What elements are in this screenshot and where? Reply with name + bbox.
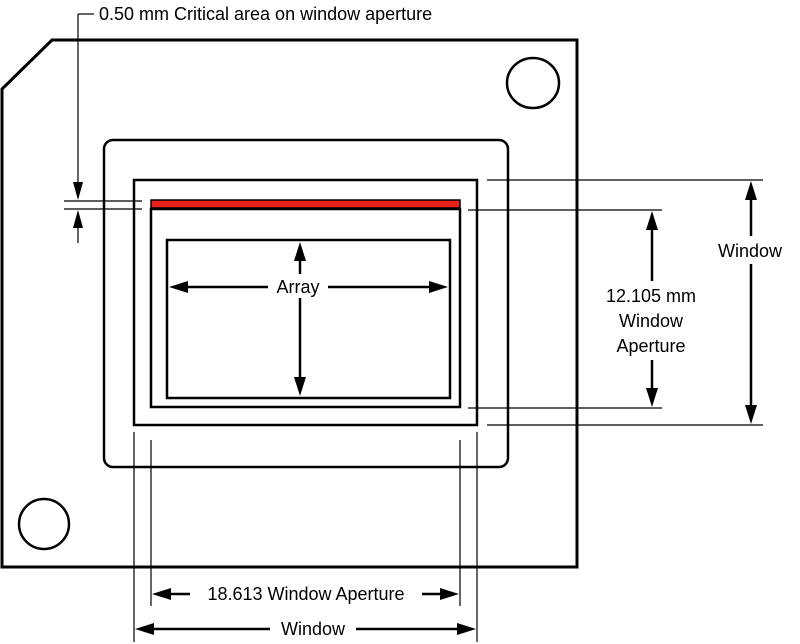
array-label: Array <box>276 277 319 297</box>
array-height-arrow-bottom <box>294 377 306 396</box>
recess-outline <box>102 138 510 469</box>
window-height-label: Window <box>718 241 783 261</box>
critical-area-label: 0.50 mm Critical area on window aperture <box>99 4 432 24</box>
package-outline <box>0 38 579 569</box>
array-width-arrow-right <box>429 281 448 293</box>
window-aperture-outline <box>149 207 462 409</box>
window-width-arrow-left <box>135 623 154 635</box>
window-outline <box>132 178 479 427</box>
array-height-arrow-top <box>294 242 306 261</box>
window-height-arrow-bottom <box>745 405 757 424</box>
mounting-hole-bottom-left <box>17 497 71 551</box>
critical-callout-arrow-up <box>73 210 83 228</box>
array-label-bg <box>268 274 328 298</box>
mounting-hole-top-right <box>505 56 561 110</box>
aperture-height-arrow-top <box>646 211 658 230</box>
window-width-label: Window <box>281 619 346 639</box>
aperture-height-value: 12.105 mm <box>606 286 696 306</box>
aperture-width-arrow-left <box>152 588 171 600</box>
window-height-arrow-top <box>745 181 757 200</box>
critical-area-strip <box>150 199 461 209</box>
array-outline <box>165 238 452 400</box>
aperture-height-word1: Window <box>619 311 684 331</box>
critical-callout-arrow-down <box>73 182 83 200</box>
aperture-width-arrow-right <box>440 588 459 600</box>
window-width-arrow-right <box>457 623 476 635</box>
aperture-height-word2: Aperture <box>616 336 685 356</box>
aperture-width-label: 18.613 Window Aperture <box>207 584 404 604</box>
array-width-arrow-left <box>169 281 188 293</box>
aperture-height-arrow-bottom <box>646 388 658 407</box>
